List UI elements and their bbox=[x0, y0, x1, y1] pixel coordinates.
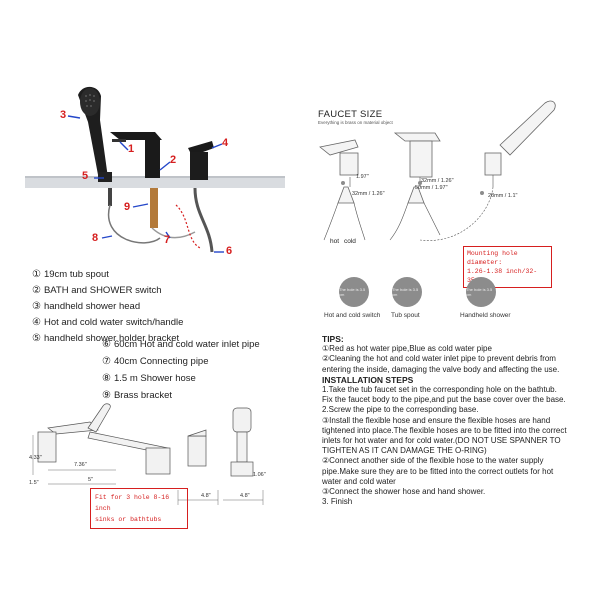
legend-mark: ① bbox=[32, 269, 41, 280]
hole-circle-text: The hole is 3.5 cm bbox=[466, 287, 493, 297]
legend-mark: ② bbox=[32, 285, 41, 296]
mounting-hole-title: Mounting hole diameter: bbox=[467, 250, 518, 266]
connecting-pipe bbox=[151, 227, 196, 239]
step-line: water and cold water bbox=[322, 476, 396, 486]
tips-line: entering the inside, damaging the valve … bbox=[322, 364, 560, 374]
dim-106: 1.06" bbox=[253, 472, 266, 478]
fit-note-box: Fit for 3 hole 8-16 inch sinks or bathtu… bbox=[90, 488, 188, 529]
step-line: TIGHTEN AS IT CAN DAMAGE THE O-RING) bbox=[322, 446, 487, 456]
hole-caption-spout: Tub spout bbox=[391, 312, 420, 319]
dim-50mm: 50mm / 1.97" bbox=[415, 185, 448, 191]
callout-3: 3 bbox=[60, 109, 67, 121]
dim-32mm-a: 32mm / 1.26" bbox=[421, 178, 454, 184]
callout-4: 4 bbox=[222, 137, 229, 149]
step-line: 2.Screw the pipe to the corresponding ba… bbox=[322, 405, 479, 415]
dim-28mm: 28mm / 1.1" bbox=[488, 193, 518, 199]
product-photo bbox=[25, 86, 285, 253]
shower-hose bbox=[107, 204, 161, 244]
inlet-pipe bbox=[193, 187, 214, 253]
size-shower bbox=[499, 100, 556, 156]
drawing-shower-b bbox=[232, 407, 252, 433]
callout-7: 7 bbox=[164, 234, 171, 246]
callout-5: 5 bbox=[82, 170, 89, 182]
dim-48-b: 4.8" bbox=[240, 493, 250, 499]
tips-block: TIPS: ①Red as hot water pipe,Blue as col… bbox=[322, 334, 580, 507]
legend-mark: ③ bbox=[32, 301, 41, 312]
callout-2: 2 bbox=[170, 154, 177, 166]
tips-line: ①Red as hot water pipe,Blue as cold wate… bbox=[322, 344, 492, 354]
legend-mark: ⑧ bbox=[102, 373, 111, 384]
legend-mark: ⑦ bbox=[102, 356, 111, 367]
legend-mark: ⑤ bbox=[32, 333, 41, 344]
dim-15: 1.5" bbox=[29, 480, 39, 486]
legend-text: 40cm Connecting pipe bbox=[113, 356, 209, 367]
dim-736: 7.36" bbox=[74, 462, 87, 468]
drawing-handle bbox=[187, 435, 207, 467]
technical-drawing bbox=[32, 403, 264, 505]
dim-433: 4.33" bbox=[29, 455, 42, 461]
cold-label: cold bbox=[344, 238, 356, 245]
size-spout bbox=[393, 132, 441, 142]
legend-text: 60cm Hot and cold water inlet pipe bbox=[113, 339, 260, 350]
legend-text: handheld shower head bbox=[43, 301, 141, 312]
step-line: 3. Finish bbox=[322, 497, 353, 507]
legend-text: Brass bracket bbox=[113, 390, 173, 401]
handheld-shower bbox=[78, 86, 112, 182]
hole-circle-shower: The hole is 3.5 cm bbox=[466, 277, 496, 307]
step-line: ③Install the flexible hose and ensure th… bbox=[322, 415, 551, 425]
hole-caption-switch: Hot and cold switch bbox=[324, 312, 381, 319]
dim-32mm-b: 32mm / 1.26" bbox=[352, 191, 385, 197]
drawing-shower-a bbox=[87, 403, 111, 433]
legend-text: 1.5 m Shower hose bbox=[113, 373, 196, 384]
legend-mark: ⑥ bbox=[102, 339, 111, 350]
faucet-size-drawing bbox=[319, 100, 556, 241]
step-line: ③Connect the shower hose and hand shower… bbox=[322, 487, 486, 497]
tub-spout bbox=[110, 132, 162, 178]
legend-text: 19cm tub spout bbox=[43, 269, 109, 280]
callout-8: 8 bbox=[92, 232, 99, 244]
legend-mark: ④ bbox=[32, 317, 41, 328]
legend-text: handheld shower holder bracket bbox=[43, 333, 180, 344]
legend-text: BATH and SHOWER switch bbox=[43, 285, 162, 296]
faucet-size-subtitle: Everything is brass on material object bbox=[318, 120, 393, 125]
faucet-size-title: FAUCET SIZE bbox=[318, 109, 383, 120]
callout-1: 1 bbox=[128, 143, 135, 155]
steps-heading: INSTALLATION STEPS bbox=[322, 374, 414, 385]
step-line: 1.Take the tub faucet set in the corresp… bbox=[322, 385, 557, 395]
hole-caption-shower: Handheld shower bbox=[460, 312, 511, 319]
hole-circle-switch: The hole is 3.5 cm bbox=[339, 277, 369, 307]
dim-5: 5" bbox=[88, 477, 94, 483]
legend-mark: ⑨ bbox=[102, 390, 111, 401]
callout-6: 6 bbox=[226, 245, 233, 257]
tub-edge bbox=[25, 176, 285, 188]
hole-circle-text: The hole is 3.5 cm bbox=[392, 287, 419, 297]
size-handle bbox=[319, 139, 359, 156]
fit-note-line: Fit for 3 hole 8-16 inch bbox=[95, 494, 170, 512]
legend-text: Hot and cold water switch/handle bbox=[43, 317, 184, 328]
step-line: inlets for hot water and for cold water.… bbox=[322, 436, 561, 446]
callout-9: 9 bbox=[124, 201, 131, 213]
hot-label: hot bbox=[330, 238, 340, 245]
fit-note-line: sinks or bathtubs bbox=[95, 516, 162, 523]
tips-line: ②Cleaning the hot and cold water inlet p… bbox=[322, 354, 556, 364]
hole-circle-spout: The hole is 3.5 cm bbox=[392, 277, 422, 307]
step-line: Fix the faucet body to the pipe,and put … bbox=[322, 395, 566, 405]
step-line: tightened into place.The flexible hoses … bbox=[322, 425, 567, 435]
brass-bracket bbox=[150, 188, 158, 228]
dim-48-a: 4.8" bbox=[201, 493, 211, 499]
dim-197: 1.97" bbox=[356, 174, 369, 180]
tips-heading: TIPS: bbox=[322, 334, 344, 344]
hole-circle-text: The hole is 3.5 cm bbox=[339, 287, 366, 297]
step-line: ②Connect another side of the flexible ho… bbox=[322, 456, 544, 466]
handle bbox=[188, 141, 214, 180]
step-line: pipe.Make sure they are to be fitted int… bbox=[322, 466, 554, 476]
